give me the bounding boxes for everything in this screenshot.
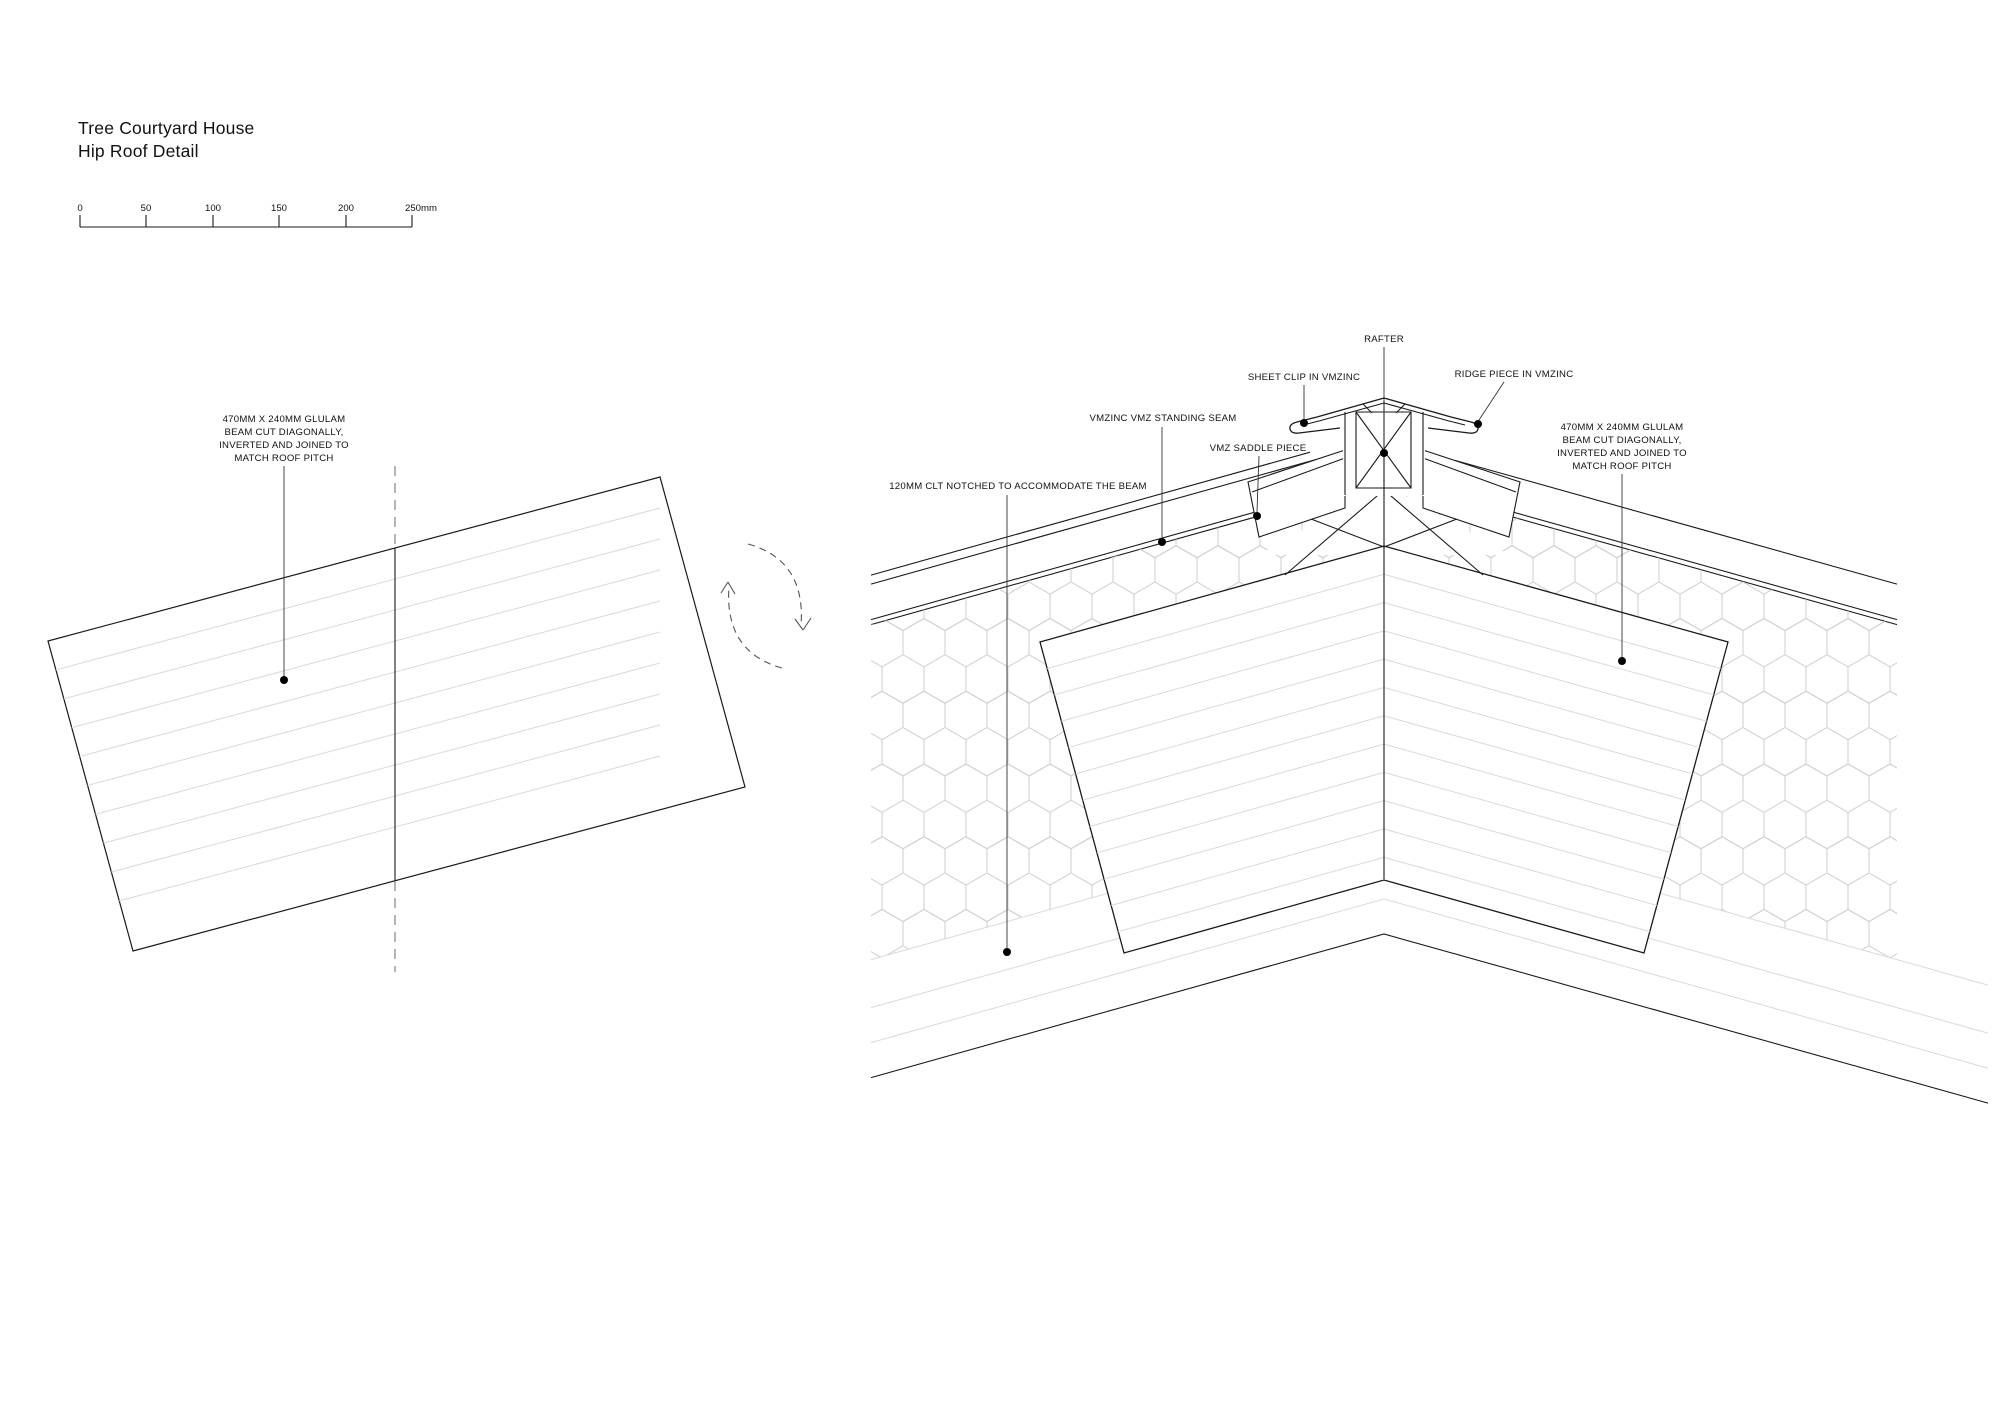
glulam-label-line3: INVERTED AND JOINED TO bbox=[1557, 448, 1687, 459]
beam-elevation-diagram: 470MM X 240MM GLULAM BEAM CUT DIAGONALLY… bbox=[47, 414, 812, 972]
saddle-right-inner-line bbox=[1422, 457, 1517, 493]
leader-dot bbox=[1253, 512, 1261, 520]
clt-lamination-2 bbox=[870, 898, 1989, 1069]
ridge-cap-right bbox=[1383, 397, 1479, 434]
rotation-arrow bbox=[720, 543, 812, 669]
saddle-right-outline bbox=[1422, 449, 1521, 538]
ridge-cross-bracing bbox=[1284, 489, 1484, 576]
annotation-ridge-piece: RIDGE PIECE IN VMZINC bbox=[1455, 369, 1574, 428]
seam-top-line-left-a bbox=[870, 451, 1311, 576]
seam-top-line-left-b bbox=[870, 458, 1317, 585]
scale-label-100: 100 bbox=[205, 203, 221, 214]
glulam-label-line2: BEAM CUT DIAGONALLY, bbox=[1562, 435, 1681, 446]
glulam-label-line3: INVERTED AND JOINED TO bbox=[219, 440, 349, 451]
leader-dot bbox=[1003, 948, 1011, 956]
ridge-cap-inner-line bbox=[1302, 402, 1466, 426]
saddle-label: VMZ SADDLE PIECE bbox=[1210, 443, 1307, 454]
arrow-up-icon bbox=[720, 581, 736, 595]
title-block: Tree Courtyard House Hip Roof Detail bbox=[78, 118, 254, 161]
ridge-cap-ticks bbox=[1362, 403, 1406, 414]
annotation-saddle: VMZ SADDLE PIECE bbox=[1210, 443, 1307, 520]
leader-dot bbox=[280, 676, 288, 684]
glulam-annotation-left: 470MM X 240MM GLULAM BEAM CUT DIAGONALLY… bbox=[219, 414, 349, 684]
scale-label-250mm: 250mm bbox=[405, 203, 437, 214]
scale-label-150: 150 bbox=[271, 203, 287, 214]
glulam-beam-outline bbox=[47, 476, 746, 952]
scale-bar: 0 50 100 150 200 250mm bbox=[77, 203, 437, 228]
saddle-left-inner-line bbox=[1251, 457, 1346, 493]
ridge-cap-left bbox=[1289, 397, 1385, 434]
rafter-label: RAFTER bbox=[1364, 334, 1404, 345]
ridge-piece-label: RIDGE PIECE IN VMZINC bbox=[1455, 369, 1574, 380]
leader-dot bbox=[1618, 657, 1626, 665]
scale-bar-line bbox=[79, 215, 413, 228]
seam-upstands bbox=[1344, 412, 1424, 495]
rotation-arc-left bbox=[728, 585, 783, 669]
sheet-clip-label: SHEET CLIP IN VMZINC bbox=[1248, 372, 1360, 383]
glulam-label-line4: MATCH ROOF PITCH bbox=[234, 453, 333, 464]
glulam-label-line1: 470MM X 240MM GLULAM bbox=[223, 414, 346, 425]
scale-label-200: 200 bbox=[338, 203, 354, 214]
saddle-piece-left bbox=[1247, 449, 1346, 538]
sheet-title: Tree Courtyard House bbox=[78, 118, 254, 138]
ridge-cap bbox=[1289, 397, 1479, 434]
leader-dot bbox=[1300, 419, 1308, 427]
annotation-standing-seam: VMZINC VMZ STANDING SEAM bbox=[1089, 413, 1236, 546]
seam-top-line-right bbox=[1454, 459, 1898, 585]
glulam-label-line1: 470MM X 240MM GLULAM bbox=[1561, 422, 1684, 433]
annotation-sheet-clip: SHEET CLIP IN VMZINC bbox=[1248, 372, 1360, 427]
leader-line bbox=[1478, 381, 1505, 421]
glulam-label-line2: BEAM CUT DIAGONALLY, bbox=[224, 427, 343, 438]
annotation-glulam-right: 470MM X 240MM GLULAM BEAM CUT DIAGONALLY… bbox=[1557, 422, 1687, 665]
annotation-rafter: RAFTER bbox=[1364, 334, 1404, 457]
scale-label-50: 50 bbox=[141, 203, 152, 214]
saddle-piece-right bbox=[1422, 449, 1521, 538]
leader-line bbox=[1256, 455, 1260, 513]
leader-dot bbox=[1158, 538, 1166, 546]
leader-dot bbox=[1474, 420, 1482, 428]
hip-roof-section-diagram: RAFTER SHEET CLIP IN VMZINC RIDGE PIECE … bbox=[870, 334, 1989, 1104]
beam-lamination-lines bbox=[48, 507, 661, 921]
glulam-label-line4: MATCH ROOF PITCH bbox=[1572, 461, 1671, 472]
ceiling-line bbox=[870, 933, 1989, 1104]
sheet-subtitle: Hip Roof Detail bbox=[78, 141, 199, 161]
arrow-down-icon bbox=[794, 617, 812, 631]
annotation-clt: 120MM CLT NOTCHED TO ACCOMMODATE THE BEA… bbox=[889, 481, 1147, 956]
scale-label-0: 0 bbox=[77, 203, 82, 214]
standing-seam-label: VMZINC VMZ STANDING SEAM bbox=[1089, 413, 1236, 424]
leader-dot bbox=[1380, 449, 1388, 457]
clt-label: 120MM CLT NOTCHED TO ACCOMMODATE THE BEA… bbox=[889, 481, 1147, 492]
rotation-arc-right bbox=[747, 543, 802, 627]
